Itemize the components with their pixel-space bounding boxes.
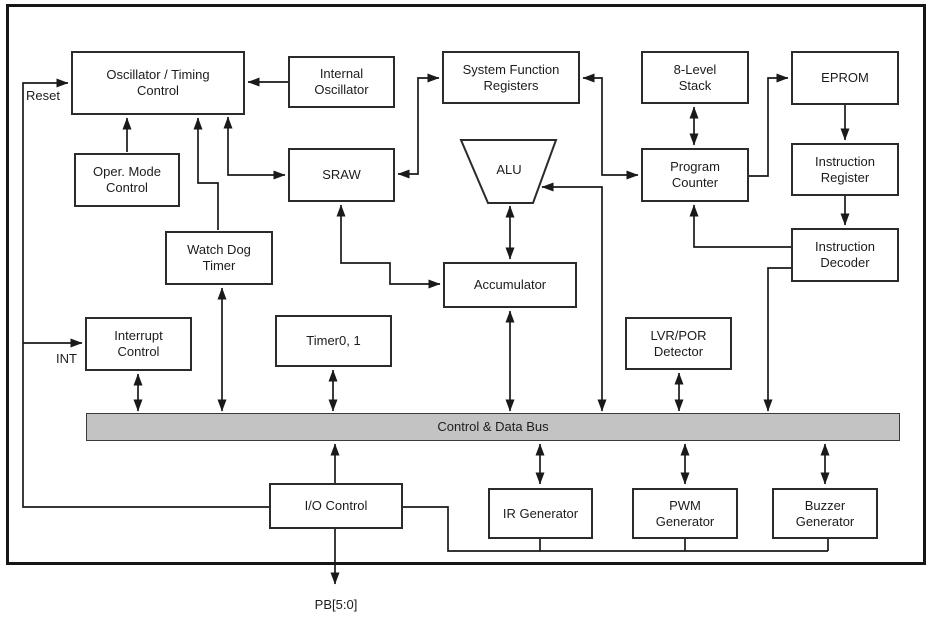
control-data-bus: Control & Data Bus [86, 413, 900, 441]
node-program-counter-label: Program Counter [670, 159, 720, 190]
node-accumulator: Accumulator [443, 262, 577, 308]
node-instruction-register-label: Instruction Register [815, 153, 875, 185]
node-oscillator-timing-control: Oscillator / Timing Control [71, 51, 245, 115]
edge-sraw-sfr [397, 73, 440, 179]
node-io-control: I/O Control [269, 483, 403, 529]
node-sraw: SRAW [288, 148, 395, 202]
edge-osc-sraw [223, 116, 286, 180]
node-oper-mode-control: Oper. Mode Control [74, 153, 180, 207]
node-lvr-por-detector-label: LVR/POR Detector [650, 327, 707, 359]
node-system-function-registers-label: System Function Registers [462, 61, 560, 93]
edge-pc-eprom [749, 73, 789, 177]
node-8-level-stack-label: 8-Level Stack [673, 61, 717, 93]
node-timer0-1: Timer0, 1 [275, 315, 392, 367]
edge-instrdec-pc [689, 204, 791, 248]
pin-label-reset: Reset [26, 88, 60, 103]
node-oscillator-timing-control-label: Oscillator / Timing Control [106, 67, 210, 98]
node-ir-generator-label: IR Generator [502, 505, 579, 521]
pin-label-int: INT [56, 351, 77, 366]
edge-ioctrl-generators [403, 506, 828, 552]
node-program-counter: Program Counter [641, 148, 749, 202]
edge-bus-alu [541, 182, 607, 412]
node-watch-dog-timer: Watch Dog Timer [165, 231, 273, 285]
edge-wdt-osc [193, 117, 219, 230]
node-eprom-label: EPROM [821, 70, 869, 85]
node-buzzer-generator-label: Buzzer Generator [795, 497, 855, 529]
node-instruction-decoder: Instruction Decoder [791, 228, 899, 282]
node-8-level-stack: 8-Level Stack [641, 51, 749, 104]
node-eprom: EPROM [791, 51, 899, 105]
node-internal-oscillator-label: Internal Oscillator [314, 66, 369, 97]
control-data-bus-label: Control & Data Bus [437, 419, 549, 434]
node-io-control-label: I/O Control [304, 498, 368, 513]
pin-label-pb: PB[5:0] [314, 597, 358, 612]
node-buzzer-generator: Buzzer Generator [772, 488, 878, 539]
edge-instrdec-bus [763, 267, 791, 412]
node-system-function-registers: System Function Registers [442, 51, 580, 104]
node-accumulator-label: Accumulator [473, 277, 547, 292]
node-timer0-1-label: Timer0, 1 [306, 333, 361, 348]
node-sraw-label: SRAW [322, 167, 361, 182]
diagram-frame [6, 4, 926, 565]
edge-io-reset [22, 78, 269, 508]
node-watch-dog-timer-label: Watch Dog Timer [187, 242, 251, 273]
node-interrupt-control: Interrupt Control [85, 317, 192, 371]
edge-sfr-pc [582, 73, 639, 180]
node-instruction-register: Instruction Register [791, 143, 899, 196]
node-pwm-generator: PWM Generator [632, 488, 738, 539]
node-interrupt-control-label: Interrupt Control [114, 328, 163, 359]
alu-trapezoid [459, 139, 558, 204]
edge-sraw-accumulator [336, 204, 441, 289]
node-alu-label: ALU [496, 162, 522, 177]
node-internal-oscillator: Internal Oscillator [288, 56, 395, 108]
node-lvr-por-detector: LVR/POR Detector [625, 317, 732, 370]
node-ir-generator: IR Generator [488, 488, 593, 539]
node-instruction-decoder-label: Instruction Decoder [815, 239, 875, 270]
node-oper-mode-control-label: Oper. Mode Control [93, 164, 161, 195]
node-pwm-generator-label: PWM Generator [655, 497, 715, 529]
